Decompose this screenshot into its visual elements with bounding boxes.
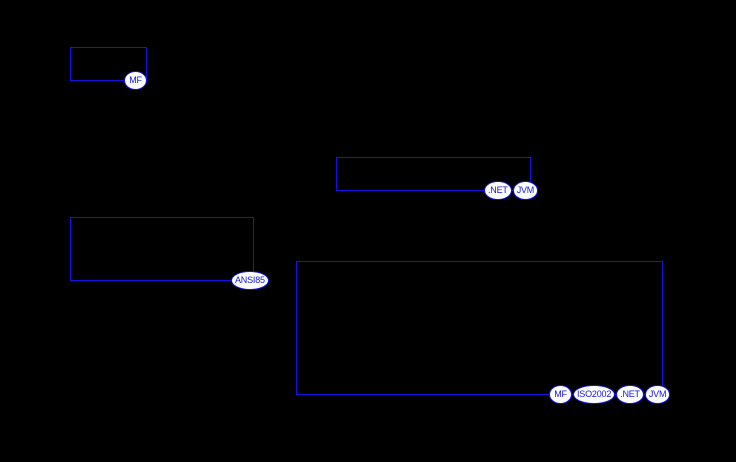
platform-badge[interactable]: MF <box>549 385 572 404</box>
platform-badge[interactable]: JVM <box>644 385 671 404</box>
node-badge-row: MF <box>124 71 147 90</box>
node-badge-row: ANSI85 <box>231 271 269 290</box>
diagram-node[interactable] <box>70 47 147 81</box>
platform-badge[interactable]: ANSI85 <box>231 271 269 290</box>
platform-badge[interactable]: MF <box>124 71 147 90</box>
platform-badge[interactable]: JVM <box>512 181 539 200</box>
platform-badge[interactable]: ISO2002 <box>573 385 616 404</box>
platform-badge[interactable]: .NET <box>616 385 644 404</box>
diagram-node[interactable] <box>296 261 663 395</box>
platform-badge[interactable]: .NET <box>484 181 512 200</box>
diagram-node[interactable] <box>70 217 254 281</box>
diagram-node[interactable] <box>336 157 531 191</box>
